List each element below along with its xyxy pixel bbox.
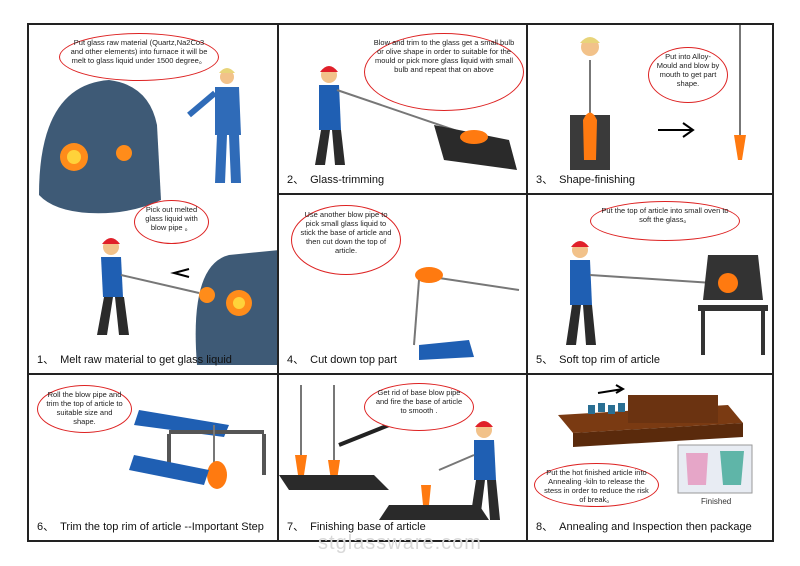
step-7-panel: Get rid of base blow pipe and fire the b… (278, 374, 527, 541)
step-3-note: Put into Alloy-Mould and blow by mouth t… (648, 47, 728, 103)
step-7-illustration (279, 385, 500, 520)
step-1-panel: Put glass raw material (Quartz,Na2Co3 an… (28, 24, 278, 374)
step-6-caption: 6、Trim the top rim of article --Importan… (37, 521, 264, 533)
step-4-caption: 4、Cut down top part (287, 354, 397, 366)
step-3-caption: 3、Shape-finishing (536, 174, 635, 186)
step-5-panel: Put the top of article into small oven t… (527, 194, 773, 374)
step-7-note: Get rid of base blow pipe and fire the b… (364, 383, 474, 431)
step-2-panel: Blow and trim to the glass get a small b… (278, 24, 527, 194)
step-5-illustration (566, 241, 768, 355)
step-8-panel: Put the hot finished article into Anneal… (527, 374, 773, 541)
step-4-panel: Use another blow pipe to pick small glas… (278, 194, 527, 374)
process-grid: Put glass raw material (Quartz,Na2Co3 an… (27, 23, 774, 542)
step-3-illustration (570, 25, 746, 170)
step-6-panel: Roll the blow pipe and trim the top of a… (28, 374, 278, 541)
step-6-illustration (129, 410, 266, 489)
step-4-note: Use another blow pipe to pick small glas… (291, 205, 401, 275)
step-2-illustration (315, 66, 517, 170)
step-8-note: Put the hot finished article into Anneal… (534, 463, 659, 507)
step-3-panel: Put into Alloy-Mould and blow by mouth t… (527, 24, 773, 194)
step-1-illustration (39, 68, 277, 365)
step-1-note-2: Pick out melted glass liquid with blow p… (134, 200, 209, 244)
step-5-note: Put the top of article into small oven t… (590, 201, 740, 241)
step-2-note: Blow and trim to the glass get a small b… (364, 33, 524, 111)
step-8-illustration (558, 384, 753, 494)
step-7-caption: 7、Finishing base of article (287, 521, 426, 533)
step-4-illustration (413, 267, 520, 360)
step-1-note-1: Put glass raw material (Quartz,Na2Co3 an… (59, 33, 219, 81)
step-1-caption: 1、Melt raw material to get glass liquid (37, 354, 232, 366)
finished-label: Finished (701, 497, 732, 506)
step-6-note: Roll the blow pipe and trim the top of a… (37, 385, 132, 433)
step-5-caption: 5、Soft top rim of article (536, 354, 660, 366)
step-2-caption: 2、Glass-trimming (287, 174, 385, 186)
watermark: stglassware.com (318, 532, 482, 554)
step-8-caption: 8、Annealing and Inspection then package (536, 521, 752, 533)
